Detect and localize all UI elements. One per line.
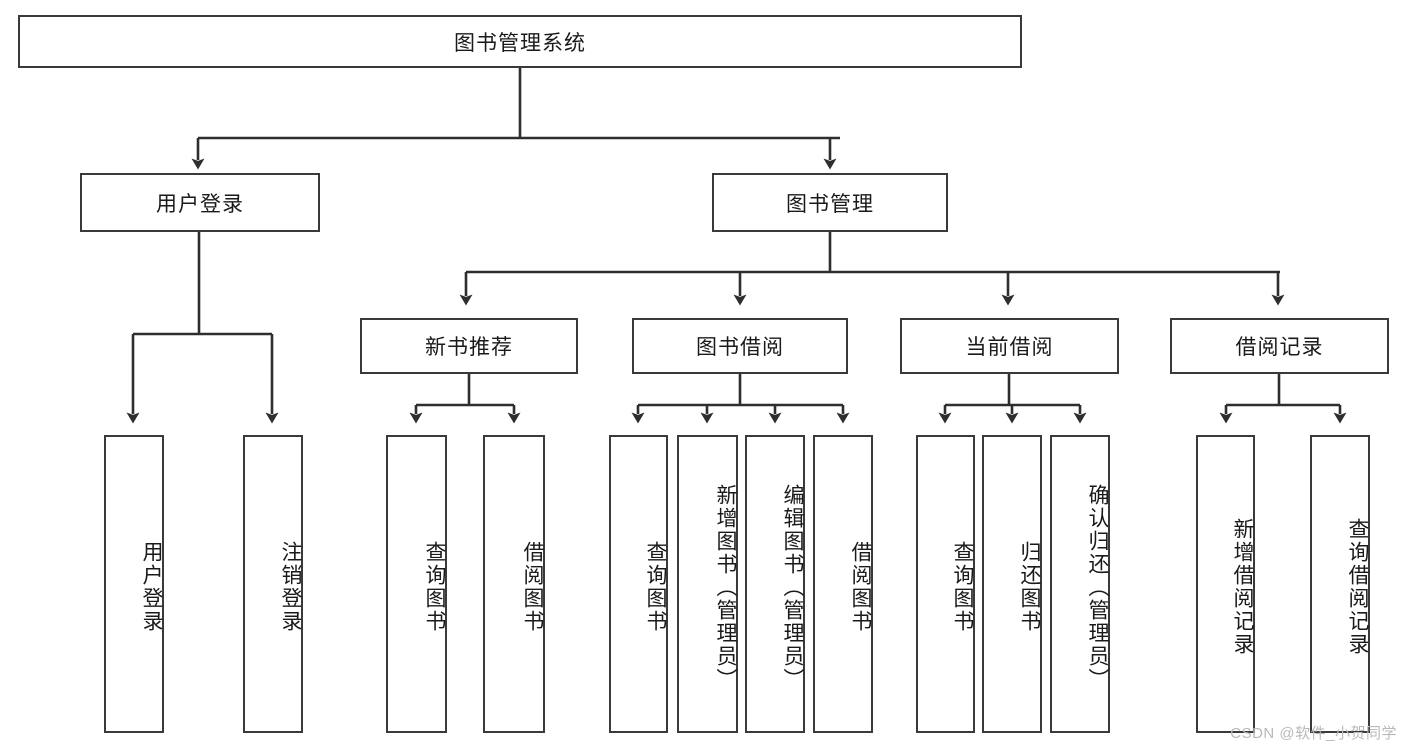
node-label: 查询图书 <box>951 541 974 633</box>
node-label: 图书借阅 <box>696 336 784 359</box>
node-leaf-return-book[interactable]: 归还图书 <box>982 435 1042 733</box>
node-label: 确认归还（管理员） <box>1086 483 1109 691</box>
node-new-book-recommend[interactable]: 新书推荐 <box>360 318 578 374</box>
node-label: 借阅图书 <box>521 541 544 633</box>
node-leaf-logout-login[interactable]: 注销登录 <box>243 435 303 733</box>
node-book-borrow[interactable]: 图书借阅 <box>632 318 848 374</box>
node-label: 用户登录 <box>156 192 244 216</box>
node-current-borrow[interactable]: 当前借阅 <box>900 318 1119 374</box>
node-leaf-user-login[interactable]: 用户登录 <box>104 435 164 733</box>
node-label: 查询图书 <box>644 541 667 633</box>
node-leaf-add-book-admin[interactable]: 新增图书（管理员） <box>677 435 738 733</box>
node-label: 查询借阅记录 <box>1346 518 1369 656</box>
node-leaf-query-borrow-record[interactable]: 查询借阅记录 <box>1310 435 1370 733</box>
node-label: 归还图书 <box>1018 541 1041 633</box>
node-label: 查询图书 <box>423 541 446 633</box>
watermark: CSDN @软件_小贺同学 <box>1230 725 1397 742</box>
node-book-management-system[interactable]: 图书管理系统 <box>18 15 1022 68</box>
node-label: 借阅图书 <box>849 541 872 633</box>
node-label: 借阅记录 <box>1235 336 1324 359</box>
node-label: 新增借阅记录 <box>1231 518 1254 656</box>
node-leaf-query-book-3[interactable]: 查询图书 <box>916 435 975 733</box>
node-leaf-edit-book-admin[interactable]: 编辑图书（管理员） <box>745 435 805 733</box>
node-leaf-query-book-1[interactable]: 查询图书 <box>386 435 447 733</box>
node-leaf-confirm-return-admin[interactable]: 确认归还（管理员） <box>1050 435 1110 733</box>
node-label: 当前借阅 <box>965 336 1054 359</box>
node-label: 新书推荐 <box>425 336 513 359</box>
node-leaf-borrow-book-1[interactable]: 借阅图书 <box>483 435 545 733</box>
node-leaf-add-borrow-record[interactable]: 新增借阅记录 <box>1196 435 1255 733</box>
node-borrow-record[interactable]: 借阅记录 <box>1170 318 1389 374</box>
node-leaf-borrow-book-2[interactable]: 借阅图书 <box>813 435 873 733</box>
node-leaf-query-book-2[interactable]: 查询图书 <box>609 435 668 733</box>
node-label: 注销登录 <box>279 541 302 633</box>
node-book-management[interactable]: 图书管理 <box>712 173 948 232</box>
node-user-login[interactable]: 用户登录 <box>80 173 320 232</box>
node-label: 图书管理 <box>786 192 874 216</box>
node-label: 新增图书（管理员） <box>714 483 737 691</box>
node-label: 编辑图书（管理员） <box>781 483 804 691</box>
node-label: 用户登录 <box>140 541 163 633</box>
node-label: 图书管理系统 <box>454 31 586 55</box>
